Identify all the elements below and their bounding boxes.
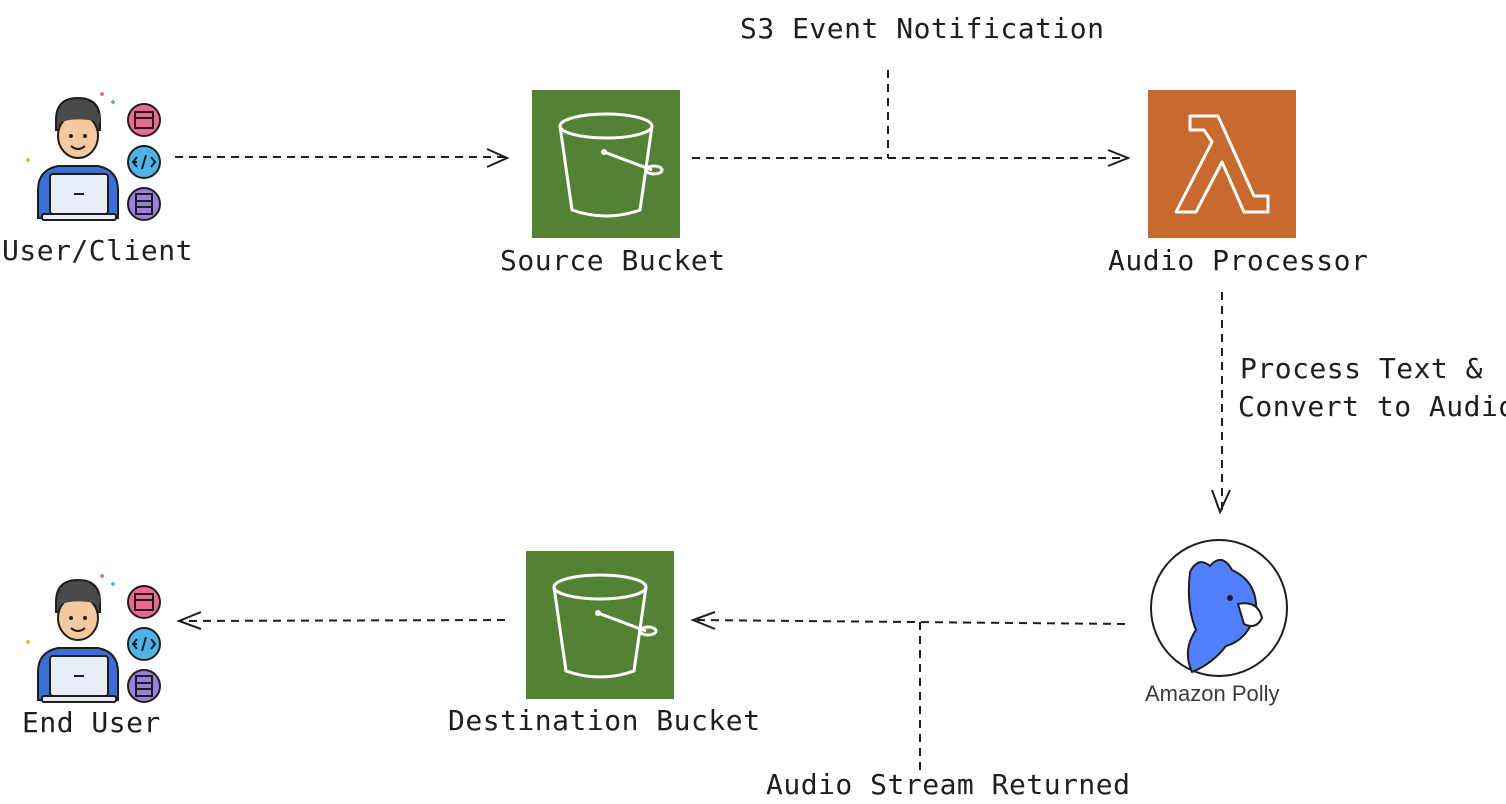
amazon-polly-label: Amazon Polly: [1145, 681, 1280, 706]
audio-processor-label: Audio Processor: [1108, 244, 1369, 277]
end-user-label: End User: [22, 706, 161, 739]
amazon-polly-parrot-icon: [1150, 539, 1288, 677]
edge-destination-to-enduser: [179, 619, 506, 622]
audio-stream-returned-label: Audio Stream Returned: [766, 768, 1131, 801]
arrowhead-destination: [690, 611, 716, 630]
process-text-label-line1: Process Text &: [1240, 352, 1484, 385]
source-bucket-label: Source Bucket: [500, 244, 726, 277]
arrowhead-polly: [1211, 489, 1231, 515]
arrowhead-enduser: [176, 611, 202, 630]
destination-bucket-label: Destination Bucket: [448, 704, 761, 737]
lambda-icon: [1148, 90, 1296, 238]
arrowhead-processor: [1107, 149, 1131, 167]
user-client-icon: [25, 91, 161, 221]
edge-polly-to-destination: [693, 619, 1126, 625]
s3-event-notification-label: S3 Event Notification: [740, 12, 1105, 45]
destination-bucket-icon: [526, 551, 674, 699]
end-user-icon: [25, 573, 161, 703]
arrowhead-source: [486, 148, 510, 168]
user-client-label: User/Client: [2, 234, 193, 267]
process-text-label-line2: Convert to Audio: [1238, 390, 1506, 423]
source-bucket-icon: [532, 90, 680, 238]
